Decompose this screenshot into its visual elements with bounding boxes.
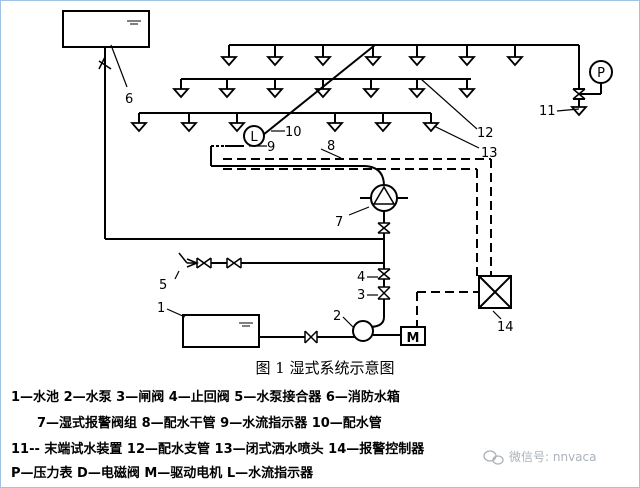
pump-riser: [368, 239, 391, 328]
alarm-valve: [360, 184, 408, 239]
label-14: 14: [497, 320, 514, 335]
label-1: 1: [157, 301, 165, 316]
watermark: 微信号: nnvaca: [509, 450, 596, 464]
label-11: 11: [539, 104, 556, 119]
branch-pipes: [138, 44, 579, 123]
distribution-pipe: [262, 44, 376, 136]
figure-caption: 图 1 湿式系统示意图: [255, 359, 394, 377]
pressure-gauge-symbol: P: [597, 66, 605, 81]
legend-row-3: 11-- 末端试水装置 12—配水支管 13—闭式洒水喷头 14—报警控制器: [11, 441, 425, 457]
label-9: 9: [267, 140, 275, 155]
water-pool: [182, 314, 260, 348]
label-5: 5: [159, 278, 167, 293]
label-12: 12: [477, 126, 494, 141]
label-4: 4: [357, 270, 365, 285]
label-3: 3: [357, 288, 365, 303]
fire-water-tank: [62, 10, 150, 48]
legend-row-1: 1—水池 2—水泵 3—闸阀 4—止回阀 5—水泵接合器 6—消防水箱: [11, 389, 400, 405]
pump-connector: [178, 252, 384, 269]
legend-row-4: P—压力表 D—电磁阀 M—驱动电机 L—水流指示器: [11, 465, 314, 481]
label-7: 7: [335, 215, 343, 230]
legend-row-2: 7—湿式报警阀组 8—配水干管 9—水流指示器 10—配水管: [37, 415, 382, 431]
suction-line: [259, 320, 426, 346]
alarm-controller: [478, 275, 512, 309]
end-test-device: [570, 45, 613, 117]
main-supply-pipe: [210, 145, 385, 187]
leader-lines: [110, 44, 580, 328]
sprinkler-heads: [130, 56, 524, 133]
flow-indicator-symbol: L: [250, 130, 258, 145]
label-8: 8: [327, 139, 335, 154]
motor-symbol: M: [407, 331, 420, 346]
label-13: 13: [481, 146, 498, 161]
label-2: 2: [333, 309, 341, 324]
wechat-icon: [483, 450, 504, 465]
label-6: 6: [125, 92, 133, 107]
tank-outlet-pipe: [98, 47, 384, 240]
label-10: 10: [285, 125, 302, 140]
signal-lines: [223, 158, 492, 333]
